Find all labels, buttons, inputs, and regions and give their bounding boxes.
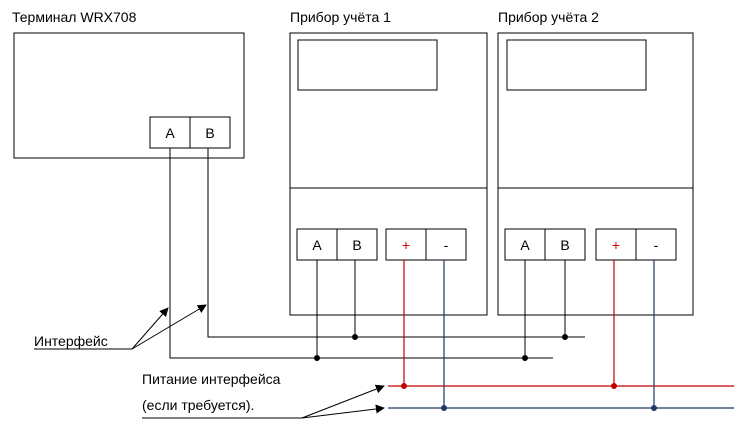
meter-1-pin-minus-label: - [444, 237, 449, 253]
power-positive-junction-1 [401, 383, 407, 389]
meter-2-pin-b-box [544, 228, 586, 261]
power-arrow-negative [301, 404, 385, 419]
terminal-pin-a-box [149, 116, 191, 149]
interface-arrow-b [131, 304, 207, 350]
meter-2-display [506, 39, 647, 91]
interface-annotation: Интерфейс [34, 304, 207, 350]
meter-2-pin-minus-box [635, 228, 677, 261]
meter-2-pin-b-label: B [560, 237, 569, 253]
meter-1-title: Прибор учёта 1 [290, 9, 391, 25]
meter-1-pin-a-label: A [312, 237, 322, 253]
terminal-pin-a-label: A [165, 125, 175, 141]
meter-1-display [297, 39, 438, 91]
meter-2-pin-minus-label: - [654, 237, 659, 253]
interface-label: Интерфейс [34, 333, 108, 349]
terminal-pin-b-label: B [205, 125, 214, 141]
meter-2-pin-a-label: A [520, 237, 530, 253]
bus-a-wire [169, 148, 553, 359]
bus-b-wire [207, 148, 585, 338]
power-annotation: Питание интерфейса (если требуется). [142, 371, 385, 419]
bus-a-junction-2 [522, 355, 528, 361]
meter-1-pin-b-box [336, 228, 378, 261]
meter-2-pin-plus-label: + [612, 237, 620, 253]
terminal-pin-b-box [189, 116, 231, 149]
terminal-block: Терминал WRX708 A B [12, 9, 245, 159]
meter-1-pin-minus-box [425, 228, 467, 261]
bus-b-junction-2 [562, 334, 568, 340]
meter-1-pin-b-label: B [352, 237, 361, 253]
meter-2-pin-plus-box [595, 228, 637, 261]
power-negative-junction-2 [651, 405, 657, 411]
interface-arrow-a [131, 307, 169, 350]
meter-2-block: Прибор учёта 2 A B + - [497, 9, 694, 316]
power-arrow-positive [301, 384, 385, 419]
power-negative-junction-1 [441, 405, 447, 411]
interface-wiring [169, 148, 585, 361]
meter-1-pin-plus-label: + [402, 237, 410, 253]
meter-1-block: Прибор учёта 1 A B + - [289, 9, 488, 316]
meter-2-title: Прибор учёта 2 [498, 9, 599, 25]
power-label-line1: Питание интерфейса [142, 371, 281, 387]
terminal-title: Терминал WRX708 [12, 9, 137, 25]
bus-b-junction-1 [352, 334, 358, 340]
power-positive-junction-2 [611, 383, 617, 389]
power-label-line2: (если требуется). [142, 397, 254, 413]
bus-a-junction-1 [314, 355, 320, 361]
power-wiring [388, 260, 734, 411]
